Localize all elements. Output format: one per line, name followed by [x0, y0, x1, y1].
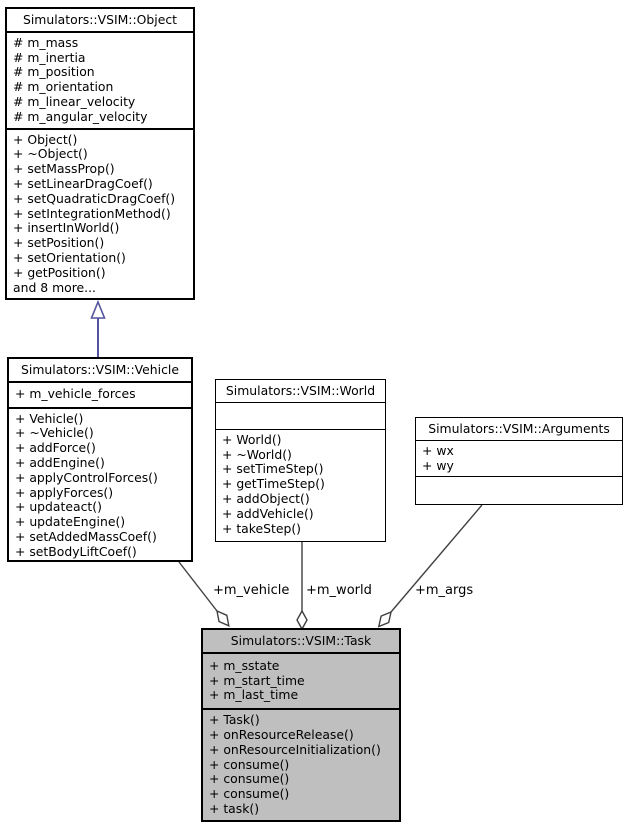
member-row: + setAddedMassCoef()	[15, 528, 157, 544]
member-row: + wx	[422, 442, 454, 458]
attributes-section-task: + m_sstate+ m_start_time+ m_last_time	[203, 654, 399, 708]
member-row: + World()	[222, 431, 282, 447]
member-row: + setPosition()	[13, 235, 105, 251]
class-title-vehicle: Simulators::VSIM::Vehicle	[9, 359, 191, 383]
member-row: + consume()	[209, 756, 290, 772]
member-row: + setTimeStep()	[222, 461, 324, 477]
attributes-section-arguments: + wx+ wy	[416, 441, 622, 477]
member-row: # m_inertia	[13, 49, 86, 65]
member-row: + setBodyLiftCoef()	[15, 543, 137, 559]
class-title-object: Simulators::VSIM::Object	[7, 9, 193, 33]
methods-section-task: + Task()+ onResourceRelease()+ onResourc…	[203, 708, 399, 820]
class-title-world: Simulators::VSIM::World	[216, 380, 385, 403]
edge-label-m-world: +m_world	[306, 583, 372, 598]
methods-section-world: + World()+ ~World()+ setTimeStep()+ getT…	[216, 428, 385, 541]
class-box-arguments[interactable]: Simulators::VSIM::Arguments + wx+ wy	[415, 417, 623, 505]
member-row: + ~Object()	[13, 146, 88, 162]
association-line-m-vehicle	[178, 561, 218, 612]
class-title-task: Simulators::VSIM::Task	[203, 630, 399, 654]
member-row: + setOrientation()	[13, 249, 126, 265]
member-row: + m_vehicle_forces	[15, 385, 136, 401]
member-row: + addEngine()	[15, 454, 105, 470]
edge-label-m-vehicle: +m_vehicle	[213, 583, 290, 598]
member-row: + addForce()	[15, 440, 96, 456]
member-row: + consume()	[209, 786, 290, 802]
member-row: + updateact()	[15, 499, 102, 515]
member-row: + setIntegrationMethod()	[13, 205, 171, 221]
class-box-vehicle[interactable]: Simulators::VSIM::Vehicle + m_vehicle_fo…	[7, 357, 193, 562]
member-row: # m_angular_velocity	[13, 108, 148, 124]
aggregation-diamond-m-args-icon	[377, 610, 392, 628]
member-row: + takeStep()	[222, 520, 302, 536]
member-row: + setMassProp()	[13, 161, 115, 177]
methods-section-arguments	[416, 476, 622, 504]
member-row: + Task()	[209, 712, 260, 728]
aggregation-diamond-m-vehicle-icon	[216, 609, 230, 627]
member-row: + m_last_time	[209, 687, 299, 703]
member-row: + Vehicle()	[15, 410, 84, 426]
member-row: + getPosition()	[13, 264, 106, 280]
attributes-section-vehicle: + m_vehicle_forces	[9, 383, 191, 407]
class-title-arguments: Simulators::VSIM::Arguments	[416, 418, 622, 441]
methods-section-vehicle: + Vehicle()+ ~Vehicle()+ addForce()+ add…	[9, 406, 191, 563]
member-row: + m_start_time	[209, 672, 305, 688]
member-row: + addVehicle()	[222, 505, 314, 521]
member-row: + m_sstate	[209, 657, 280, 673]
member-row: and 8 more...	[13, 279, 96, 295]
member-row: # m_linear_velocity	[13, 93, 136, 109]
member-row: + task()	[209, 800, 260, 816]
class-box-task[interactable]: Simulators::VSIM::Task + m_sstate+ m_sta…	[201, 628, 401, 822]
aggregation-diamond-m-world-icon	[296, 609, 308, 631]
association-line-m-args	[390, 504, 483, 613]
member-row: + setLinearDragCoef()	[13, 175, 153, 191]
member-row: + ~World()	[222, 446, 292, 462]
member-row: + wy	[422, 457, 454, 473]
member-row: + setQuadraticDragCoef()	[13, 190, 176, 206]
member-row: + applyControlForces()	[15, 469, 158, 485]
member-row: + onResourceRelease()	[209, 726, 354, 742]
edge-label-m-args: +m_args	[415, 583, 474, 598]
member-row: + applyForces()	[15, 484, 114, 500]
member-row: + insertInWorld()	[13, 220, 120, 236]
class-box-object[interactable]: Simulators::VSIM::Object # m_mass# m_ine…	[5, 7, 195, 300]
member-row: # m_position	[13, 64, 95, 80]
class-box-world[interactable]: Simulators::VSIM::World + World()+ ~Worl…	[215, 379, 386, 542]
inheritance-triangle-icon	[90, 299, 106, 319]
member-row: + consume()	[209, 771, 290, 787]
methods-section-object: + Object()+ ~Object()+ setMassProp()+ se…	[7, 127, 193, 299]
attributes-section-object: # m_mass# m_inertia# m_position# m_orien…	[7, 33, 193, 128]
member-row: + updateEngine()	[15, 514, 126, 530]
member-row: + Object()	[13, 131, 78, 147]
member-row: # m_mass	[13, 34, 79, 50]
member-row: + onResourceInitialization()	[209, 741, 381, 757]
member-row: + addObject()	[222, 490, 310, 506]
attributes-section-world	[216, 403, 385, 429]
member-row: + getTimeStep()	[222, 476, 325, 492]
member-row: + ~Vehicle()	[15, 425, 94, 441]
member-row: # m_orientation	[13, 79, 114, 95]
